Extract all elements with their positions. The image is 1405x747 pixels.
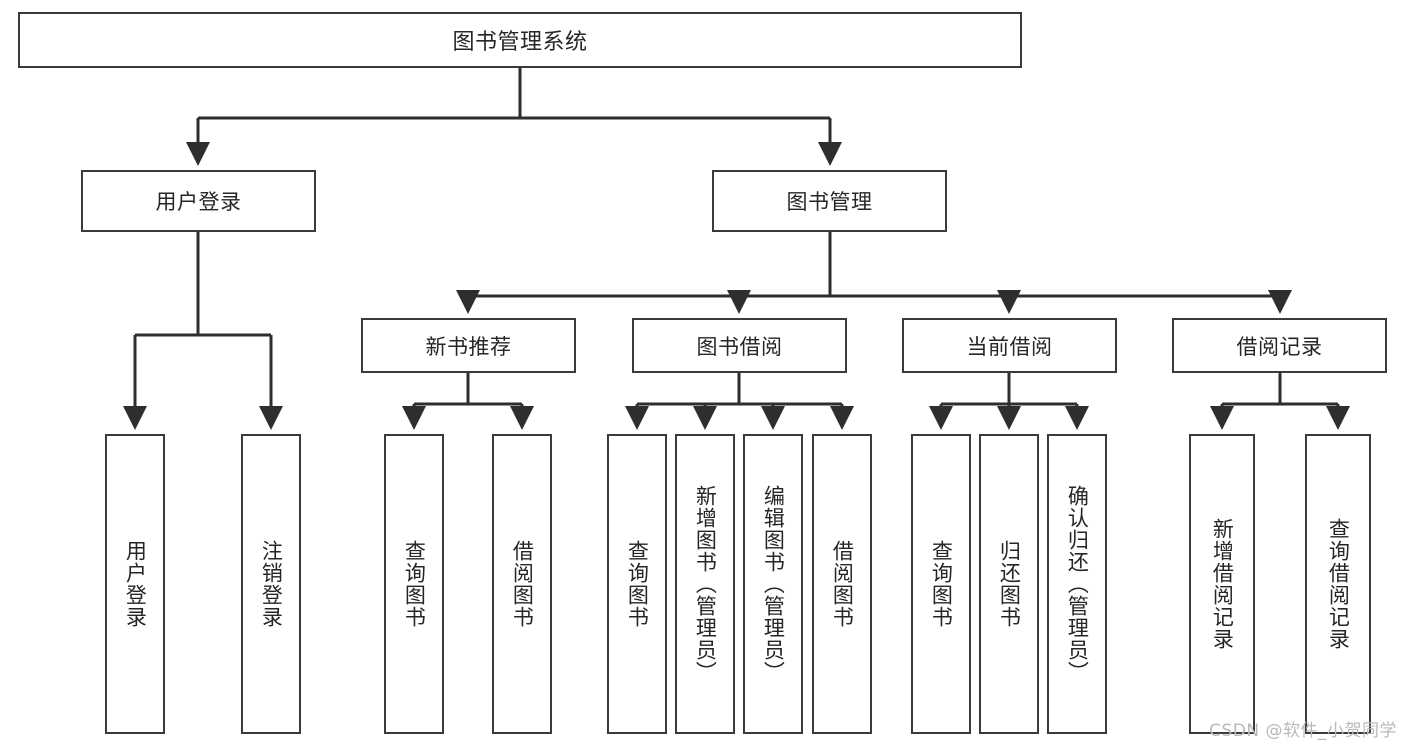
node-label: 借阅图书: [510, 540, 535, 628]
leaf-book-borrow-add[interactable]: 新增图书（管理员）: [675, 434, 735, 734]
node-label: 新书推荐: [425, 334, 512, 359]
node-label: 查询图书: [929, 540, 954, 628]
node-label: 查询借阅记录: [1326, 518, 1351, 650]
node-book-management[interactable]: 图书管理: [712, 170, 947, 232]
node-label: 用户登录: [123, 540, 148, 628]
node-label: 编辑图书（管理员）: [761, 485, 786, 683]
node-root-system[interactable]: 图书管理系统: [18, 12, 1022, 68]
node-label: 查询图书: [625, 540, 650, 628]
node-label: 用户登录: [155, 190, 242, 214]
node-label: 借阅图书: [830, 540, 855, 628]
node-label: 图书借阅: [696, 334, 783, 359]
node-new-book-recommend[interactable]: 新书推荐: [361, 318, 576, 373]
node-label: 当前借阅: [966, 334, 1053, 359]
node-label: 图书管理: [786, 190, 873, 214]
node-label: 归还图书: [997, 540, 1022, 628]
leaf-borrow-record-query[interactable]: 查询借阅记录: [1305, 434, 1371, 734]
node-book-borrow[interactable]: 图书借阅: [632, 318, 847, 373]
node-label: 新增借阅记录: [1210, 518, 1235, 650]
leaf-user-login-logout[interactable]: 注销登录: [241, 434, 301, 734]
leaf-current-borrow-query[interactable]: 查询图书: [911, 434, 971, 734]
node-label: 查询图书: [402, 540, 427, 628]
leaf-borrow-record-add[interactable]: 新增借阅记录: [1189, 434, 1255, 734]
leaf-new-book-query[interactable]: 查询图书: [384, 434, 444, 734]
leaf-book-borrow-edit[interactable]: 编辑图书（管理员）: [743, 434, 803, 734]
node-borrow-record[interactable]: 借阅记录: [1172, 318, 1387, 373]
node-user-login[interactable]: 用户登录: [81, 170, 316, 232]
leaf-new-book-borrow[interactable]: 借阅图书: [492, 434, 552, 734]
leaf-book-borrow-borrow[interactable]: 借阅图书: [812, 434, 872, 734]
leaf-current-borrow-return[interactable]: 归还图书: [979, 434, 1039, 734]
node-current-borrow[interactable]: 当前借阅: [902, 318, 1117, 373]
node-label: 图书管理系统: [452, 30, 588, 55]
watermark: CSDN @软件_小贺同学: [1209, 721, 1397, 741]
leaf-user-login-login[interactable]: 用户登录: [105, 434, 165, 734]
node-label: 注销登录: [259, 540, 284, 628]
leaf-current-borrow-confirm-return[interactable]: 确认归还（管理员）: [1047, 434, 1107, 734]
node-label: 新增图书（管理员）: [693, 485, 718, 683]
node-label: 确认归还（管理员）: [1065, 485, 1090, 683]
leaf-book-borrow-query[interactable]: 查询图书: [607, 434, 667, 734]
node-label: 借阅记录: [1236, 334, 1323, 359]
